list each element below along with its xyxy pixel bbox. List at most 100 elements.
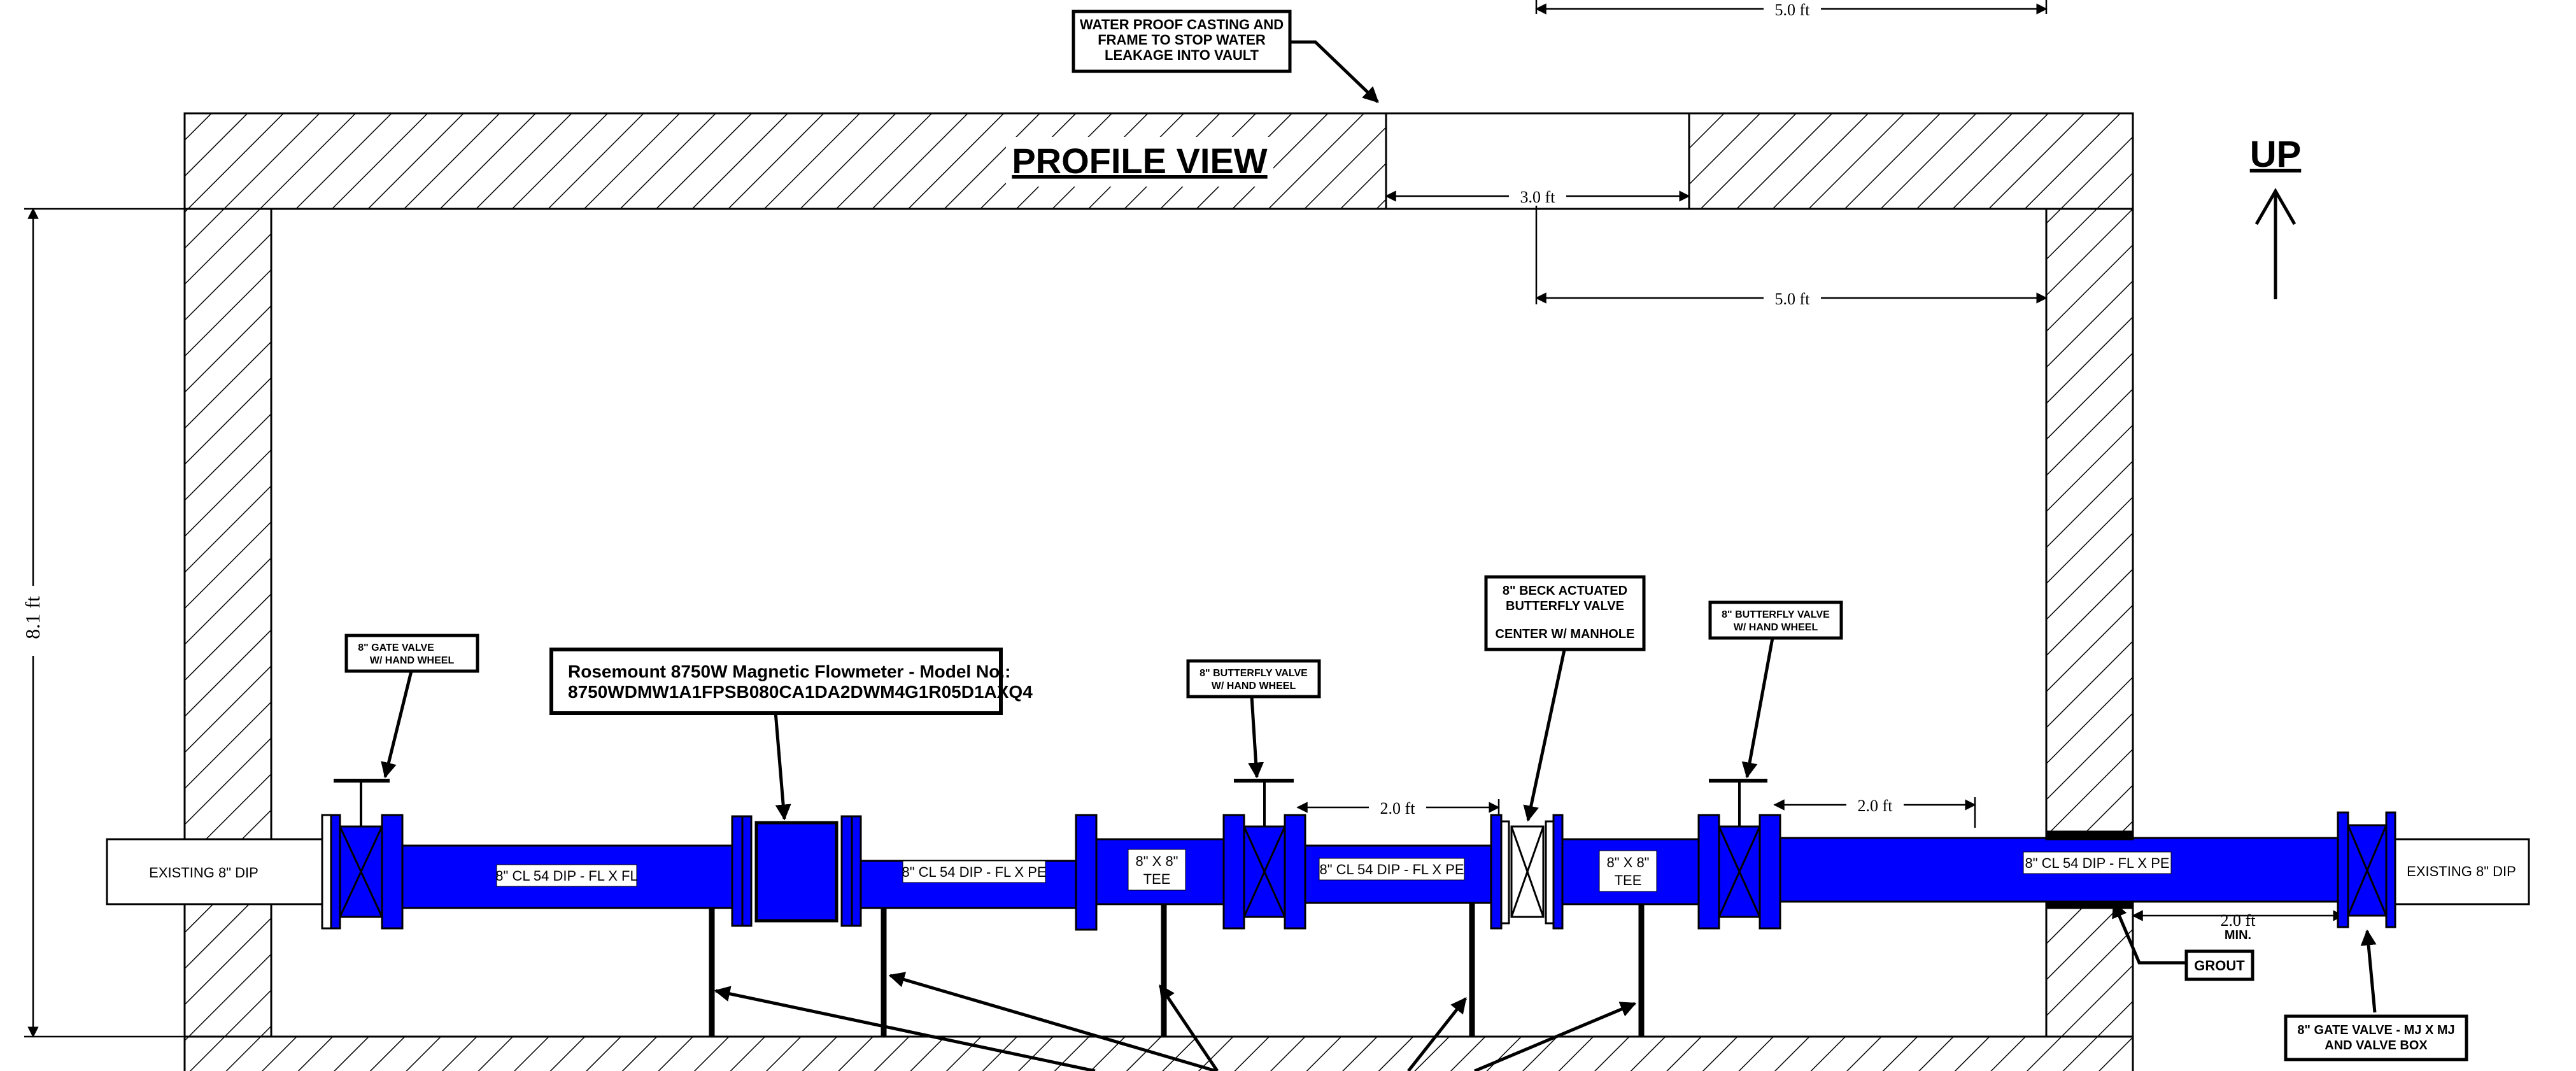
title-background [1006, 137, 1273, 187]
gate-valve-left-x2 [339, 826, 383, 918]
beck-valve-callout-box [1484, 575, 1646, 651]
dim-spacing-2-bg [1846, 797, 1904, 814]
casting-callout-line1: WATER PROOF CASTING AND [1080, 17, 1284, 32]
gate-valve-right-flange-2 [2385, 811, 2396, 928]
pipe4-label-bg [2023, 851, 2172, 874]
beck-valve-flange-2 [1500, 820, 1510, 925]
gate-valve-left-callout-line1: 8" GATE VALVE [358, 642, 434, 653]
pipe4-label: 8" CL 54 DIP - FL X PE [2025, 855, 2169, 871]
butterfly-valve-2-flange-1 [1697, 814, 1720, 930]
dim-top-span-text: 5.0 ft [1775, 1, 1811, 19]
dim-height-bg [23, 586, 45, 656]
flowmeter-flange-right-2 [851, 815, 862, 927]
dim-spacing-1-text: 2.0 ft [1380, 799, 1416, 818]
north-arrow: UP [2250, 134, 2302, 299]
grout-callout-box [2184, 949, 2254, 981]
gate-valve-left-flange-2 [381, 814, 404, 930]
dim-spacing-2-text: 2.0 ft [1858, 797, 1893, 815]
tee1-label-bg [1128, 849, 1186, 891]
gate-valve-left-callout-box [344, 634, 479, 673]
flowmeter-callout-line1: Rosemount 8750W Magnetic Flowmeter - Mod… [568, 662, 1010, 681]
butterfly-valve-1-flange-1 [1222, 814, 1245, 930]
grout-callout-text: GROUT [2194, 958, 2245, 974]
dim-opening-bg [1509, 188, 1566, 206]
gate-valve-right-callout-line2: AND VALVE BOX [2325, 1039, 2428, 1053]
existing-pipe-left-label: EXISTING 8" DIP [149, 865, 258, 881]
dim-clearance-note: MIN. [2225, 928, 2251, 942]
flowmeter-flange-left-1 [731, 815, 744, 927]
page-title: PROFILE VIEW [1012, 141, 1267, 181]
gate-valve-left-flange-white [321, 814, 332, 930]
gate-valve-left-leader [381, 670, 413, 779]
vault-roof-right [1688, 112, 2134, 210]
north-arrow-label: UP [2250, 134, 2302, 175]
dimension-labels: 5.0 ft 3.0 ft 5.0 ft 8.1 ft 2.0 ft 2.0 f… [21, 0, 2256, 942]
butterfly-valve-1-x2 [1243, 826, 1286, 918]
butterfly-valve-1-leader [1248, 696, 1264, 779]
existing-pipe-left [106, 838, 323, 905]
flowmeter-flange-right-1 [840, 815, 853, 927]
dim-spacing-1-bg [1369, 799, 1426, 817]
dim-top-span-bg [1764, 0, 1821, 19]
support-leader-4 [1407, 997, 1467, 1071]
flowmeter-leader [774, 711, 791, 821]
gate-valve-right-x2 [2347, 825, 2388, 916]
pipe3-label: 8" CL 54 DIP - FL X PE [1319, 862, 1464, 877]
tee-1-flange [1075, 814, 1098, 931]
casting-callout-line2: FRAME TO STOP WATER [1098, 32, 1266, 48]
beck-valve-flange-1 [1490, 814, 1503, 930]
vault-left-wall [183, 208, 272, 1038]
butterfly-valve-1-flange-2 [1284, 814, 1306, 930]
vault-right-wall-upper [2045, 208, 2134, 834]
pipe-labels: EXISTING 8" DIP EXISTING 8" DIP 8" CL 54… [149, 849, 2516, 892]
gate-valve-left-flange-1 [330, 814, 341, 930]
beck-valve-flange-4 [1552, 814, 1564, 930]
beck-valve-flange-3 [1545, 820, 1555, 925]
butterfly-valve-1-callout-line1: 8" BUTTERFLY VALVE [1200, 668, 1308, 679]
butterfly-valve-2-flange-2 [1759, 814, 1781, 930]
beck-valve-callout-line1: 8" BECK ACTUATED [1503, 584, 1627, 598]
beck-valve-x2 [1510, 826, 1545, 918]
dim-inner-bg [1764, 290, 1821, 308]
north-arrow-head [2254, 187, 2296, 225]
dim-height-text: 8.1 ft [21, 596, 44, 639]
pipe1-label: 8" CL 54 DIP - FL X FL [495, 868, 637, 884]
support-leader-5 [1474, 1002, 1637, 1071]
flowmeter-body [754, 821, 839, 923]
grout-leader [2112, 901, 2185, 965]
dim-opening-text: 3.0 ft [1520, 188, 1556, 206]
vault-right-wall-lower [2045, 902, 2134, 1038]
support-leader-1 [714, 986, 1096, 1071]
butterfly-valve-2-callout-line1: 8" BUTTERFLY VALVE [1722, 609, 1830, 620]
beck-valve-callout-line4: CENTER W/ MANHOLE [1496, 627, 1635, 641]
tee1-label-line2: TEE [1143, 871, 1171, 887]
flowmeter-flange-left-2 [741, 815, 753, 927]
wall-sleeve-bottom [2045, 900, 2134, 909]
callout-boxes [344, 10, 2468, 1061]
tee2-label-line1: 8" X 8" [1607, 855, 1650, 870]
pipe1-label-bg [496, 864, 637, 887]
gate-valve-right-flange-1 [2337, 811, 2349, 928]
flowmeter-callout-line2: 8750WDMW1A1FPSB080CA1DA2DWM4G1R05D1AXQ4 [568, 682, 1033, 702]
tee1-label-line1: 8" X 8" [1136, 853, 1178, 869]
pipe2-label: 8" CL 54 DIP - FL X PE [902, 864, 1046, 880]
existing-pipe-right [2394, 838, 2530, 905]
dim-clearance-text: 2.0 ft [2221, 911, 2256, 930]
beck-valve-callout-line2: BUTTERFLY VALVE [1506, 599, 1624, 613]
callout-texts: WATER PROOF CASTING AND FRAME TO STOP WA… [358, 17, 2454, 1053]
beck-valve-leader [1523, 646, 1567, 822]
tee2-label-line2: TEE [1615, 872, 1642, 888]
casting-leader [1291, 40, 1379, 103]
butterfly-valve-1-callout-line2: W/ HAND WHEEL [1212, 681, 1296, 692]
existing-pipe-right-label: EXISTING 8" DIP [2407, 863, 2516, 879]
casting-callout-box [1072, 10, 1292, 73]
vault-structure [183, 112, 2134, 1071]
flowmeter-callout-box [549, 648, 1003, 715]
butterfly-valve-2-leader [1741, 637, 1774, 779]
gate-valve-right-callout-box [2284, 1014, 2468, 1061]
dim-inner-text: 5.0 ft [1775, 290, 1811, 308]
gate-valve-right-callout-line1: 8" GATE VALVE - MJ X MJ [2297, 1023, 2454, 1037]
butterfly-valve-2-callout-line2: W/ HAND WHEEL [1734, 622, 1818, 633]
callout-leaders [381, 40, 2377, 1071]
